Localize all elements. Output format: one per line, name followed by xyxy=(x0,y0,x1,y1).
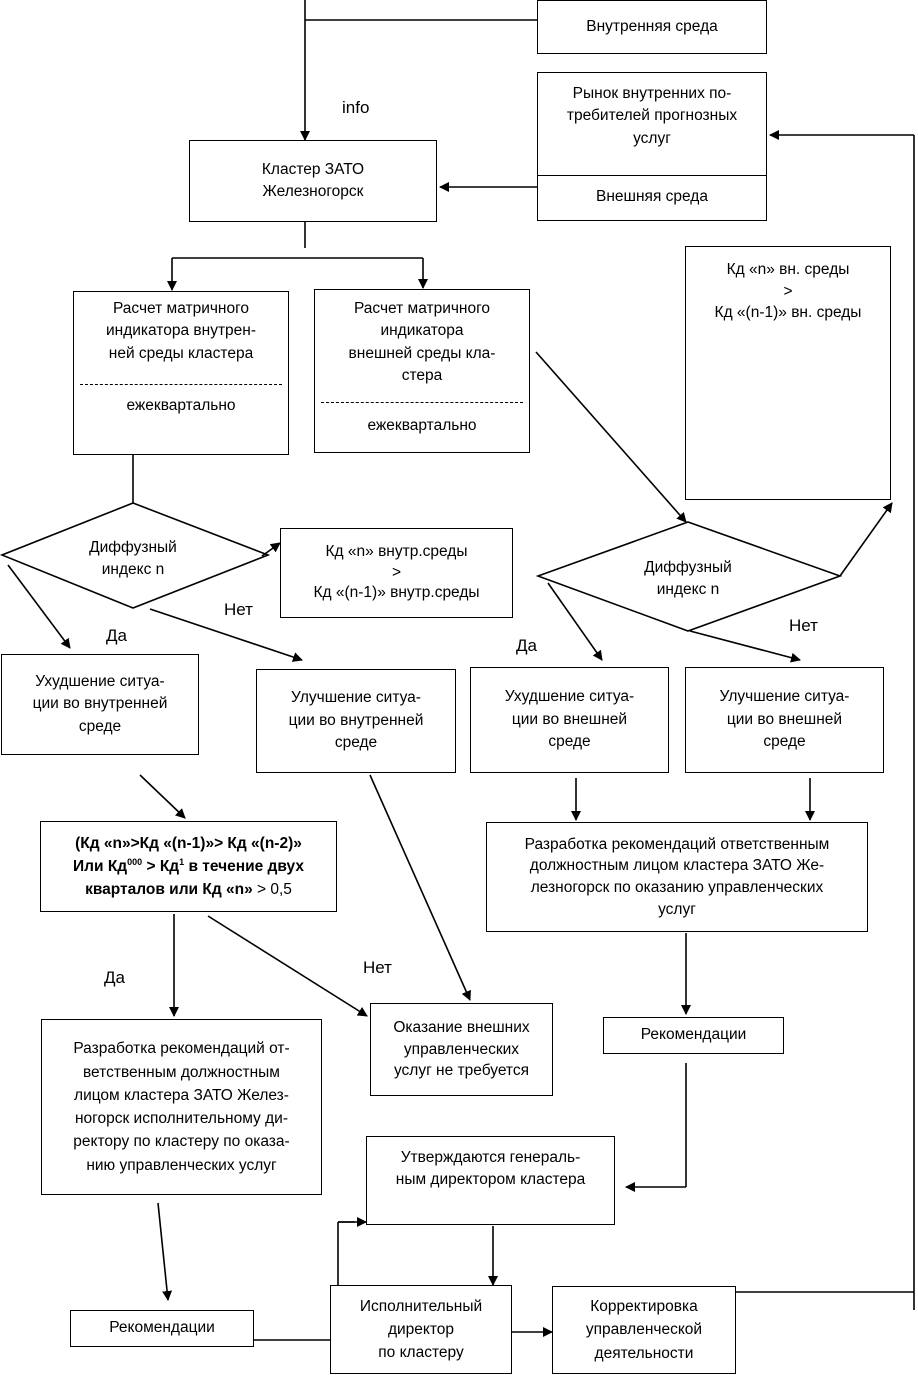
no-services-box: Оказание внешних управленческих услуг не… xyxy=(370,1003,553,1096)
diff-left-text: Диффузный индекс n xyxy=(89,539,177,579)
correction-box: Корректировка управленческой деятельност… xyxy=(552,1286,736,1374)
no-services-text: Оказание внешних управленческих услуг не… xyxy=(393,1018,530,1080)
calc-inner-period: ежеквартально xyxy=(126,397,236,414)
dev-outer-text: Разработка рекомендаций ответственным до… xyxy=(524,835,830,918)
market-box: Рынок внутренних по- требителей прогнозн… xyxy=(537,72,767,221)
worse-outer-text: Ухудшение ситуа- ции во внешней среде xyxy=(504,688,635,751)
better-outer-text: Улучшение ситуа- ции во внешней среде xyxy=(719,688,850,751)
approved-text: Утверждаются генераль- ным директором кл… xyxy=(395,1149,586,1189)
yes-right-label: Да xyxy=(516,636,537,655)
info-label: info xyxy=(342,98,370,117)
decision-diamond-left xyxy=(0,502,271,609)
arrow-yes-right xyxy=(547,582,603,661)
inner-env-text: Внутренняя среда xyxy=(586,17,718,35)
no-left-label: Нет xyxy=(224,600,253,619)
rec-left-box: Рекомендации xyxy=(70,1310,254,1347)
dev-outer-box: Разработка рекомендаций ответственным до… xyxy=(486,822,868,932)
condition-l2a: Или Кд xyxy=(73,857,128,875)
kd-inner-text: Кд «n» внутр.среды > Кд «(n-1)» внутр.ср… xyxy=(313,542,480,602)
worse-inner-text: Ухудшение ситуа- ции во внутренней среде xyxy=(32,672,168,735)
condition-l2c: в течение двух xyxy=(184,857,304,875)
arrow-no-left xyxy=(149,608,303,662)
rec-right-text: Рекомендации xyxy=(640,1026,747,1044)
condition-line-3: кварталов или Кд «n» > 0,5 xyxy=(85,878,292,901)
condition-l3b: > 0,5 xyxy=(257,881,292,899)
diff-right-text: Диффузный индекс n xyxy=(644,559,732,599)
calc-outer-period: ежеквартально xyxy=(367,417,477,434)
arrow-no-right xyxy=(689,630,801,663)
kd-outer-box: Кд «n» вн. среды > Кд «(n-1)» вн. среды xyxy=(685,246,891,500)
better-inner-text: Улучшение ситуа- ции во внутренней среде xyxy=(288,689,424,752)
arrow-yes-left xyxy=(7,564,71,649)
no-right-label: Нет xyxy=(789,616,818,635)
condition-l2b: > Кд xyxy=(142,857,180,875)
calc-outer-divider xyxy=(321,402,523,403)
kd-inner-box: Кд «n» внутр.среды > Кд «(n-1)» внутр.ср… xyxy=(280,528,513,618)
cluster-text: Кластер ЗАТО Железногорск xyxy=(261,160,365,200)
calc-inner-box: Расчет матричного индикатора внутрен- не… xyxy=(73,291,289,455)
exec-dir-text: Исполнительный директор по кластеру xyxy=(359,1297,483,1362)
condition-sup1: 000 xyxy=(127,856,143,867)
rec-left-text: Рекомендации xyxy=(109,1319,215,1337)
no-cond-label: Нет xyxy=(363,958,392,977)
cluster-box: Кластер ЗАТО Железногорск xyxy=(189,140,437,222)
better-outer-box: Улучшение ситуа- ции во внешней среде xyxy=(685,667,884,773)
calc-inner-text: Расчет матричного индикатора внутрен- не… xyxy=(105,300,257,362)
worse-outer-box: Ухудшение ситуа- ции во внешней среде xyxy=(470,667,669,773)
condition-line-1: (Кд «n»>Кд «(n-1)»> Кд «(n-2)» xyxy=(75,834,302,852)
exec-dir-box: Исполнительный директор по кластеру xyxy=(330,1285,512,1374)
dev-inner-text: Разработка рекомендаций от- ветственным … xyxy=(73,1040,290,1174)
condition-box: (Кд «n»>Кд «(n-1)»> Кд «(n-2)» Или Кд000… xyxy=(40,821,337,912)
calc-outer-box: Расчет матричного индикатора внешней сре… xyxy=(314,289,530,453)
decision-diamond-right xyxy=(535,521,843,632)
kd-outer-text: Кд «n» вн. среды > Кд «(n-1)» вн. среды xyxy=(714,261,862,322)
worse-inner-box: Ухудшение ситуа- ции во внутренней среде xyxy=(1,654,199,755)
inner-env-box: Внутренняя среда xyxy=(537,0,767,54)
dev-inner-box: Разработка рекомендаций от- ветственным … xyxy=(41,1019,322,1195)
better-inner-box: Улучшение ситуа- ции во внутренней среде xyxy=(256,669,456,773)
calc-outer-text: Расчет матричного индикатора внешней сре… xyxy=(348,300,496,385)
correction-text: Корректировка управленческой деятельност… xyxy=(585,1298,703,1362)
approved-box: Утверждаются генераль- ным директором кл… xyxy=(366,1136,615,1225)
calc-inner-divider xyxy=(80,384,282,385)
yes-cond-label: Да xyxy=(104,968,125,987)
condition-l3a: кварталов или Кд «n» xyxy=(85,881,258,899)
outer-env-text: Внешняя среда xyxy=(596,188,708,205)
market-text: Рынок внутренних по- требителей прогнозн… xyxy=(566,85,738,147)
market-divider xyxy=(538,175,766,176)
condition-sup2: 1 xyxy=(179,856,185,867)
rec-right-box: Рекомендации xyxy=(603,1017,784,1054)
yes-left-label: Да xyxy=(106,626,127,645)
condition-line-2: Или Кд000 > Кд1 в течение двух xyxy=(73,855,304,878)
